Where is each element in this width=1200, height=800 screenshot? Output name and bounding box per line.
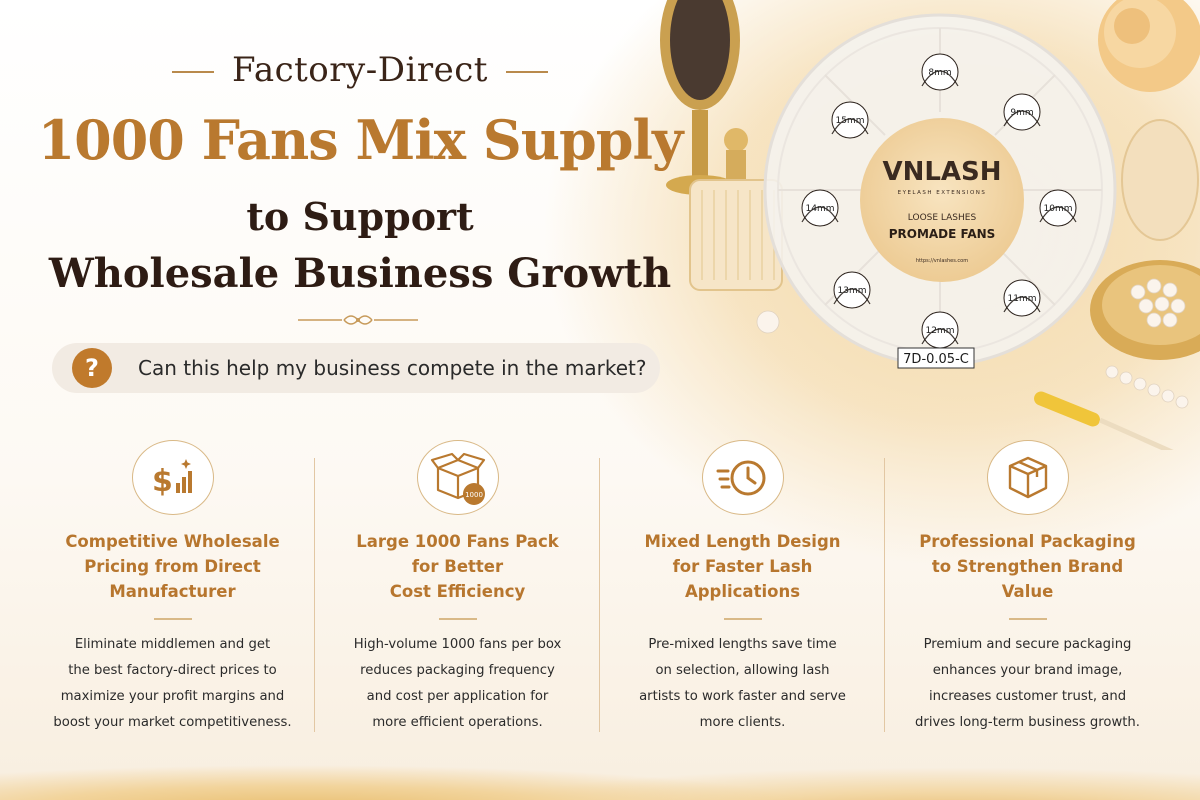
brand-logo: VNLASH bbox=[882, 157, 1001, 187]
feature-large-pack: 1000 Large 1000 Fans Pack for Better Cos… bbox=[315, 436, 600, 736]
length-label: 10mm bbox=[1044, 204, 1073, 214]
pearl-tray-decoration bbox=[756, 260, 1200, 409]
feature-mixed-length: Mixed Length Design for Faster Lash Appl… bbox=[600, 436, 885, 736]
length-label: 9mm bbox=[1010, 108, 1033, 118]
silk-fabric-decoration bbox=[0, 690, 1200, 800]
brand-tagline: EYELASH EXTENSIONS bbox=[898, 190, 987, 196]
feature-description: High-volume 1000 fans per box reduces pa… bbox=[353, 637, 562, 730]
column-divider bbox=[884, 458, 885, 732]
feature-title: Large 1000 Fans Pack for Better Cost Eff… bbox=[356, 532, 559, 602]
svg-text:$: $ bbox=[152, 464, 173, 499]
feature-rule bbox=[1008, 618, 1047, 620]
feature-rule bbox=[723, 618, 762, 620]
column-divider bbox=[599, 458, 600, 732]
fast-clock-icon bbox=[701, 440, 784, 516]
length-label: 13mm bbox=[838, 286, 867, 296]
product-website: https://vnlashes.com bbox=[916, 258, 968, 264]
package-box-icon bbox=[986, 440, 1069, 516]
product-photo: 8mm 9mm 10mm 11mm 12mm 13mm 14mm 15mm VN… bbox=[660, 0, 1200, 450]
spoolie-brush-decoration bbox=[1034, 391, 1174, 450]
eyebrow-dash-left bbox=[172, 71, 215, 73]
question-text: Can this help my business compete in the… bbox=[138, 356, 647, 380]
question-icon: ? bbox=[72, 348, 112, 388]
length-label: 12mm bbox=[926, 326, 955, 336]
feature-title: Mixed Length Design for Faster Lash Appl… bbox=[644, 532, 841, 602]
eyebrow-dash-right bbox=[505, 71, 548, 73]
sku-sticker: 7D-0.05-C bbox=[903, 352, 969, 367]
pack-badge: 1000 bbox=[465, 491, 483, 499]
eyebrow-text: Factory-Direct bbox=[232, 50, 488, 90]
column-divider bbox=[314, 458, 315, 732]
open-box-icon: 1000 bbox=[416, 440, 499, 516]
feature-title: Professional Packaging to Strengthen Bra… bbox=[919, 532, 1136, 602]
length-label: 8mm bbox=[928, 68, 951, 78]
feature-description: Premium and secure packaging enhances yo… bbox=[915, 637, 1140, 730]
lash-length-pads bbox=[801, 53, 1077, 349]
product-type: LOOSE LASHES bbox=[908, 213, 977, 223]
rose-decoration bbox=[1098, 0, 1200, 241]
length-label: 15mm bbox=[836, 116, 865, 126]
feature-description: Eliminate middlemen and get the best fac… bbox=[53, 637, 292, 730]
feature-rule bbox=[153, 618, 192, 620]
feature-rule bbox=[438, 618, 477, 620]
length-label: 14mm bbox=[806, 204, 835, 214]
dollar-bar-chart-icon: $ bbox=[131, 440, 214, 516]
question-banner: ? Can this help my business compete in t… bbox=[52, 343, 660, 393]
feature-description: Pre-mixed lengths save time on selection… bbox=[639, 637, 846, 730]
feature-pricing: $ Competitive Wholesale Pricing from Dir… bbox=[30, 436, 315, 736]
ornament-divider bbox=[298, 315, 418, 325]
sub-headline-1: to Support bbox=[246, 194, 474, 239]
feature-title: Competitive Wholesale Pricing from Direc… bbox=[65, 532, 280, 602]
feature-packaging: Professional Packaging to Strengthen Bra… bbox=[885, 436, 1170, 736]
length-label: 11mm bbox=[1008, 294, 1037, 304]
eyebrow-heading: Factory-Direct bbox=[0, 50, 720, 90]
perfume-bottle-decoration bbox=[689, 128, 783, 291]
feature-list: $ Competitive Wholesale Pricing from Dir… bbox=[30, 436, 1170, 736]
sub-headline-2: Wholesale Business Growth bbox=[48, 250, 672, 297]
lash-tray: 8mm 9mm 10mm 11mm 12mm 13mm 14mm 15mm VN… bbox=[763, 13, 1117, 369]
main-headline: 1000 Fans Mix Supply bbox=[37, 108, 684, 172]
product-line: PROMADE FANS bbox=[889, 227, 996, 241]
